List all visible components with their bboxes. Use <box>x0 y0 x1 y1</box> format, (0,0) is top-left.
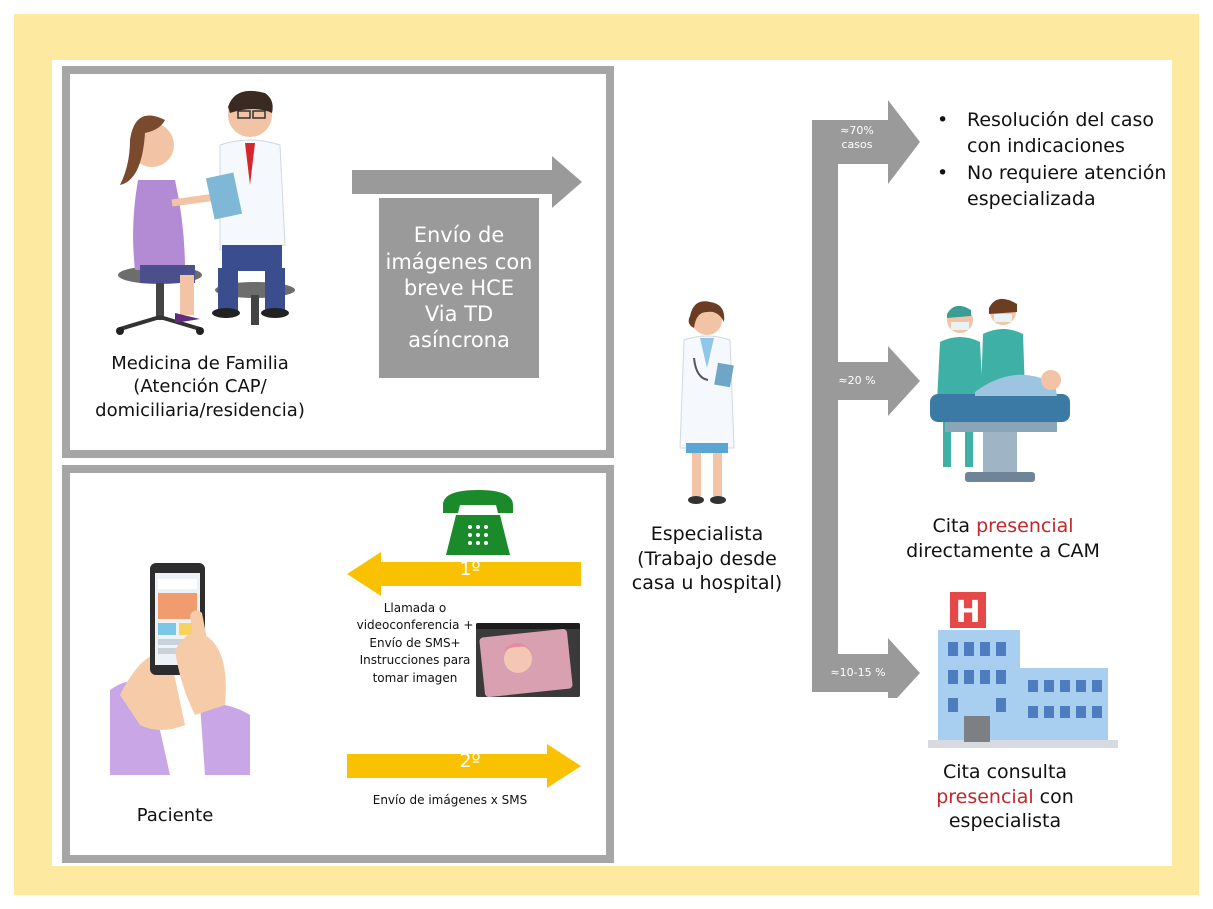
specialist-line3: casa u hospital) <box>631 572 783 595</box>
send-images-line1: Envío de <box>413 223 505 248</box>
outcome1-bullet1-line1: Resolución del caso <box>967 109 1154 131</box>
branch1-percentage: ≈70% casos <box>832 124 882 152</box>
svg-text:H: H <box>955 595 980 630</box>
outcome1-bullet2-line1: No requiere atención <box>967 162 1167 185</box>
step1-arrow <box>347 552 581 596</box>
outcome3-line3: especialista <box>948 810 1062 833</box>
outcome3-label: Cita consulta presencial con especialist… <box>905 760 1105 834</box>
branch3-percentage: ≈10-15 % <box>830 666 886 679</box>
specialist-line1: Especialista <box>650 523 764 545</box>
video-thumbnail-icon <box>476 623 580 697</box>
step2-number: 2º <box>459 750 481 772</box>
telephone-icon <box>443 490 513 555</box>
branch1-pct-line1: ≈70% <box>840 124 874 137</box>
step1-line1: Llamada o <box>383 601 447 615</box>
outcome2-line1: Cita presencial <box>888 514 1118 539</box>
branch-arrows <box>812 100 920 698</box>
outcome1-list: Resolución del caso con indicaciones No … <box>937 108 1166 215</box>
branch2-percentage: ≈20 % <box>838 374 876 387</box>
specialist-line2: (Trabajo desde <box>637 547 777 570</box>
outcome2-highlight: presencial <box>976 515 1074 537</box>
step1-line5: tomar imagen <box>372 670 458 685</box>
step1-description: Llamada o videoconferencia + Envío de SM… <box>350 600 480 687</box>
family-medicine-label-line1: Medicina de Familia <box>111 353 289 374</box>
specialist-label: Especialista (Trabajo desde casa u hospi… <box>612 522 802 596</box>
outcome2-prefix: Cita <box>932 515 977 537</box>
step2-label: Envío de imágenes x SMS <box>372 793 528 807</box>
step1-number: 1º <box>459 558 481 580</box>
outcome2-label: Cita presencial directamente a CAM <box>888 514 1118 563</box>
outcome3-line1: Cita consulta <box>942 761 1068 783</box>
send-images-line3: breve HCE <box>403 275 515 300</box>
hand-holding-smartphone-icon <box>110 563 250 775</box>
family-medicine-label-line3: domiciliaria/residencia) <box>95 399 305 421</box>
outcome3-line2-suffix: con <box>1033 785 1074 808</box>
outcome3-line2: presencial con <box>905 785 1105 810</box>
step1-line3: Envío de SMS+ <box>369 635 461 650</box>
patient-label: Paciente <box>136 805 214 826</box>
send-images-line4: Via TD <box>424 302 494 327</box>
outcome1-bullet1-line2: con indicaciones <box>967 134 1125 157</box>
outcome2-line2: directamente a CAM <box>906 539 1100 562</box>
step1-line4: Instrucciones para <box>359 653 471 668</box>
step1-line2: videoconferencia + <box>356 618 474 633</box>
branch1-pct-line2: casos <box>841 137 873 151</box>
operating-room-icon <box>930 298 1070 482</box>
hospital-building-icon: H <box>928 592 1118 748</box>
step2-arrow <box>347 744 581 788</box>
send-images-line2: imágenes con <box>385 249 533 274</box>
female-doctor-icon <box>679 301 735 504</box>
family-medicine-label-line2: (Atención CAP/ <box>133 376 267 398</box>
outcome1-bullet2: No requiere atención especializada <box>937 161 1166 212</box>
outcome1-bullet2-line2: especializada <box>967 187 1096 210</box>
outcome3-highlight: presencial <box>936 785 1034 808</box>
send-images-line5: asíncrona <box>408 328 510 353</box>
send-images-label: Envío de imágenes con breve HCE Via TD a… <box>379 198 539 378</box>
family-medicine-label: Medicina de Familia (Atención CAP/ domic… <box>85 352 315 422</box>
outcome1-bullet1: Resolución del caso con indicaciones <box>937 108 1166 159</box>
send-images-arrow <box>352 156 582 208</box>
doctor-patient-consultation-icon <box>116 90 295 335</box>
